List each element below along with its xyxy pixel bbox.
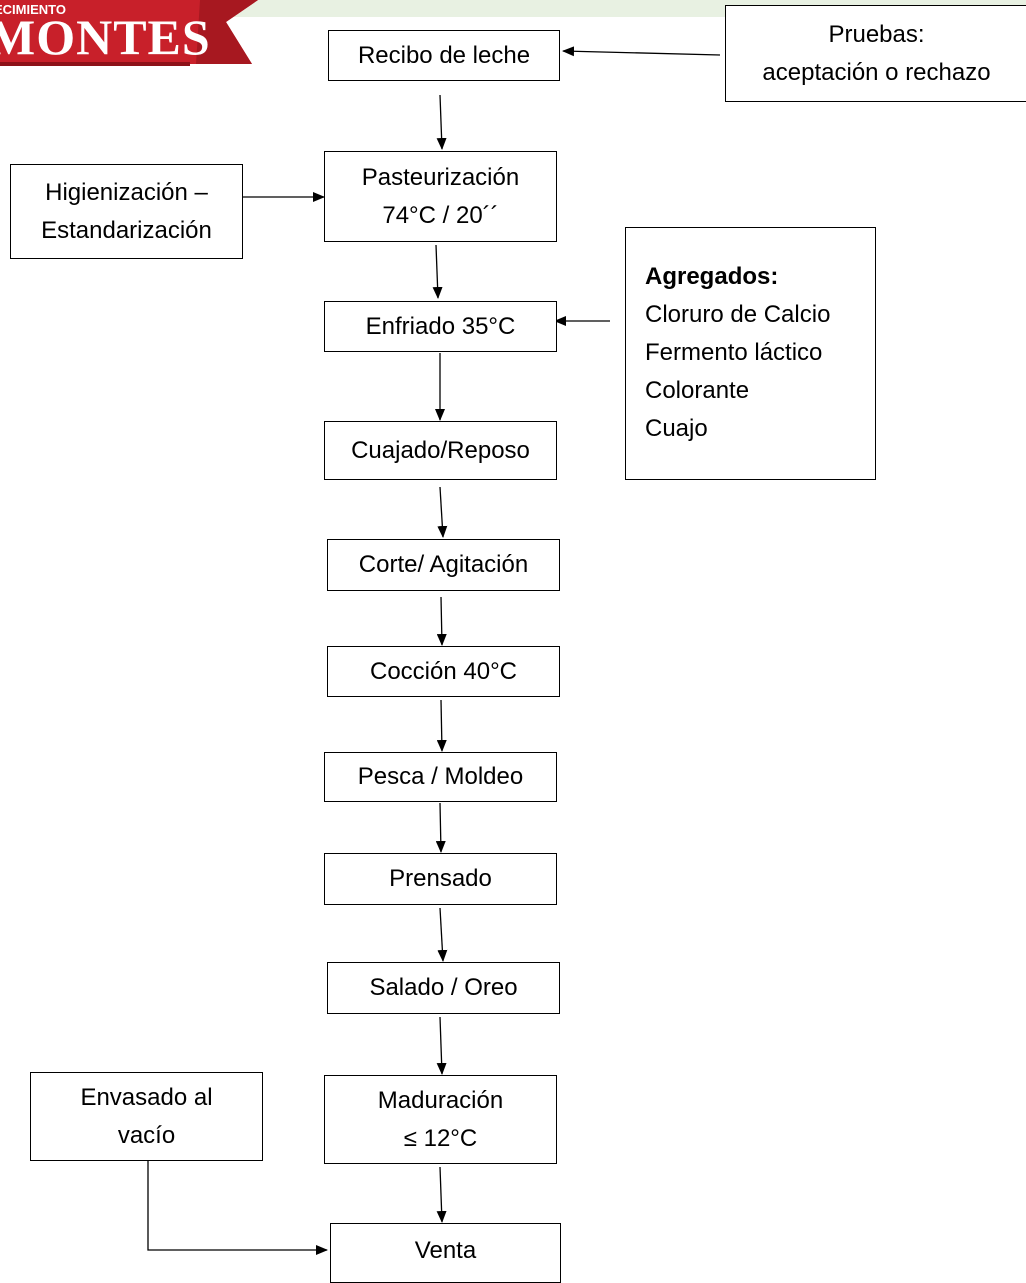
step-coccion: Cocción 40°C [327,646,560,697]
montes-logo: ECIMIENTO MONTES [0,0,258,66]
step-cuajado-reposo: Cuajado/Reposo [324,421,557,480]
arrow-cuajado-to-corte [437,486,448,538]
arrow-salado-to-maduracion [436,1016,447,1075]
step-prensado: Prensado [324,853,557,905]
step-corte-agitacion: Corte/ Agitación [327,539,560,591]
logo-small-text: ECIMIENTO [0,2,66,17]
step-maduracion: Maduración ≤ 12°C [324,1075,557,1164]
step-detail: ≤ 12°C [403,1124,478,1152]
step-label: Cuajado/Reposo [351,436,530,464]
step-recibo-de-leche: Recibo de leche [328,30,560,81]
step-label: Pesca / Moldeo [357,763,524,790]
step-label: Enfriado 35°C [365,312,516,340]
arrow-prensado-to-salado [437,907,448,962]
arrow-pasteurizacion-to-enfriado [432,244,443,299]
side-box-agregados: Agregados: Cloruro de Calcio Fermento lá… [625,227,876,480]
arrow-maduracion-to-venta [436,1166,447,1223]
step-label: Pasteurización [361,163,520,191]
logo-brand-text: MONTES [0,9,211,65]
step-pesca-moldeo: Pesca / Moldeo [324,752,557,802]
arrow-envasado-to-venta [147,1161,328,1255]
agregados-heading: Agregados: [645,263,779,290]
step-venta: Venta [330,1223,561,1283]
agregados-item: Cuajo [645,415,708,442]
arrow-pruebas-to-recibo [562,46,721,57]
pruebas-title: Pruebas: [828,20,925,48]
step-label: Venta [414,1237,477,1264]
higienizacion-line-2: Estandarización [41,216,212,244]
arrow-corte-to-coccion [436,596,447,646]
step-enfriado: Enfriado 35°C [324,301,557,352]
agregados-item: Cloruro de Calcio [645,301,831,328]
step-label: Salado / Oreo [369,974,518,1001]
step-label: Corte/ Agitación [358,551,529,578]
step-label: Prensado [389,865,492,892]
envasado-line-1: Envasado al [80,1083,213,1111]
arrow-pesca-to-prensado [435,802,446,853]
arrow-coccion-to-pesca [436,699,447,752]
agregados-item: Fermento láctico [645,339,823,366]
pruebas-detail: aceptación o rechazo [762,58,991,86]
step-label: Cocción 40°C [370,657,517,685]
side-box-pruebas: Pruebas: aceptación o rechazo [725,5,1026,102]
side-box-higienizacion: Higienización – Estandarización [10,164,243,259]
step-pasteurizacion: Pasteurización 74°C / 20´´ [324,151,557,242]
higienizacion-line-1: Higienización – [45,178,208,206]
arrow-recibo-to-pasteurizacion [436,94,447,150]
side-box-envasado: Envasado al vacío [30,1072,263,1161]
step-label: Maduración [377,1086,504,1114]
agregados-item: Colorante [645,377,750,404]
envasado-line-2: vacío [117,1121,176,1149]
step-label: Recibo de leche [357,41,531,69]
step-salado-oreo: Salado / Oreo [327,962,560,1014]
step-detail: 74°C / 20´´ [382,201,499,229]
